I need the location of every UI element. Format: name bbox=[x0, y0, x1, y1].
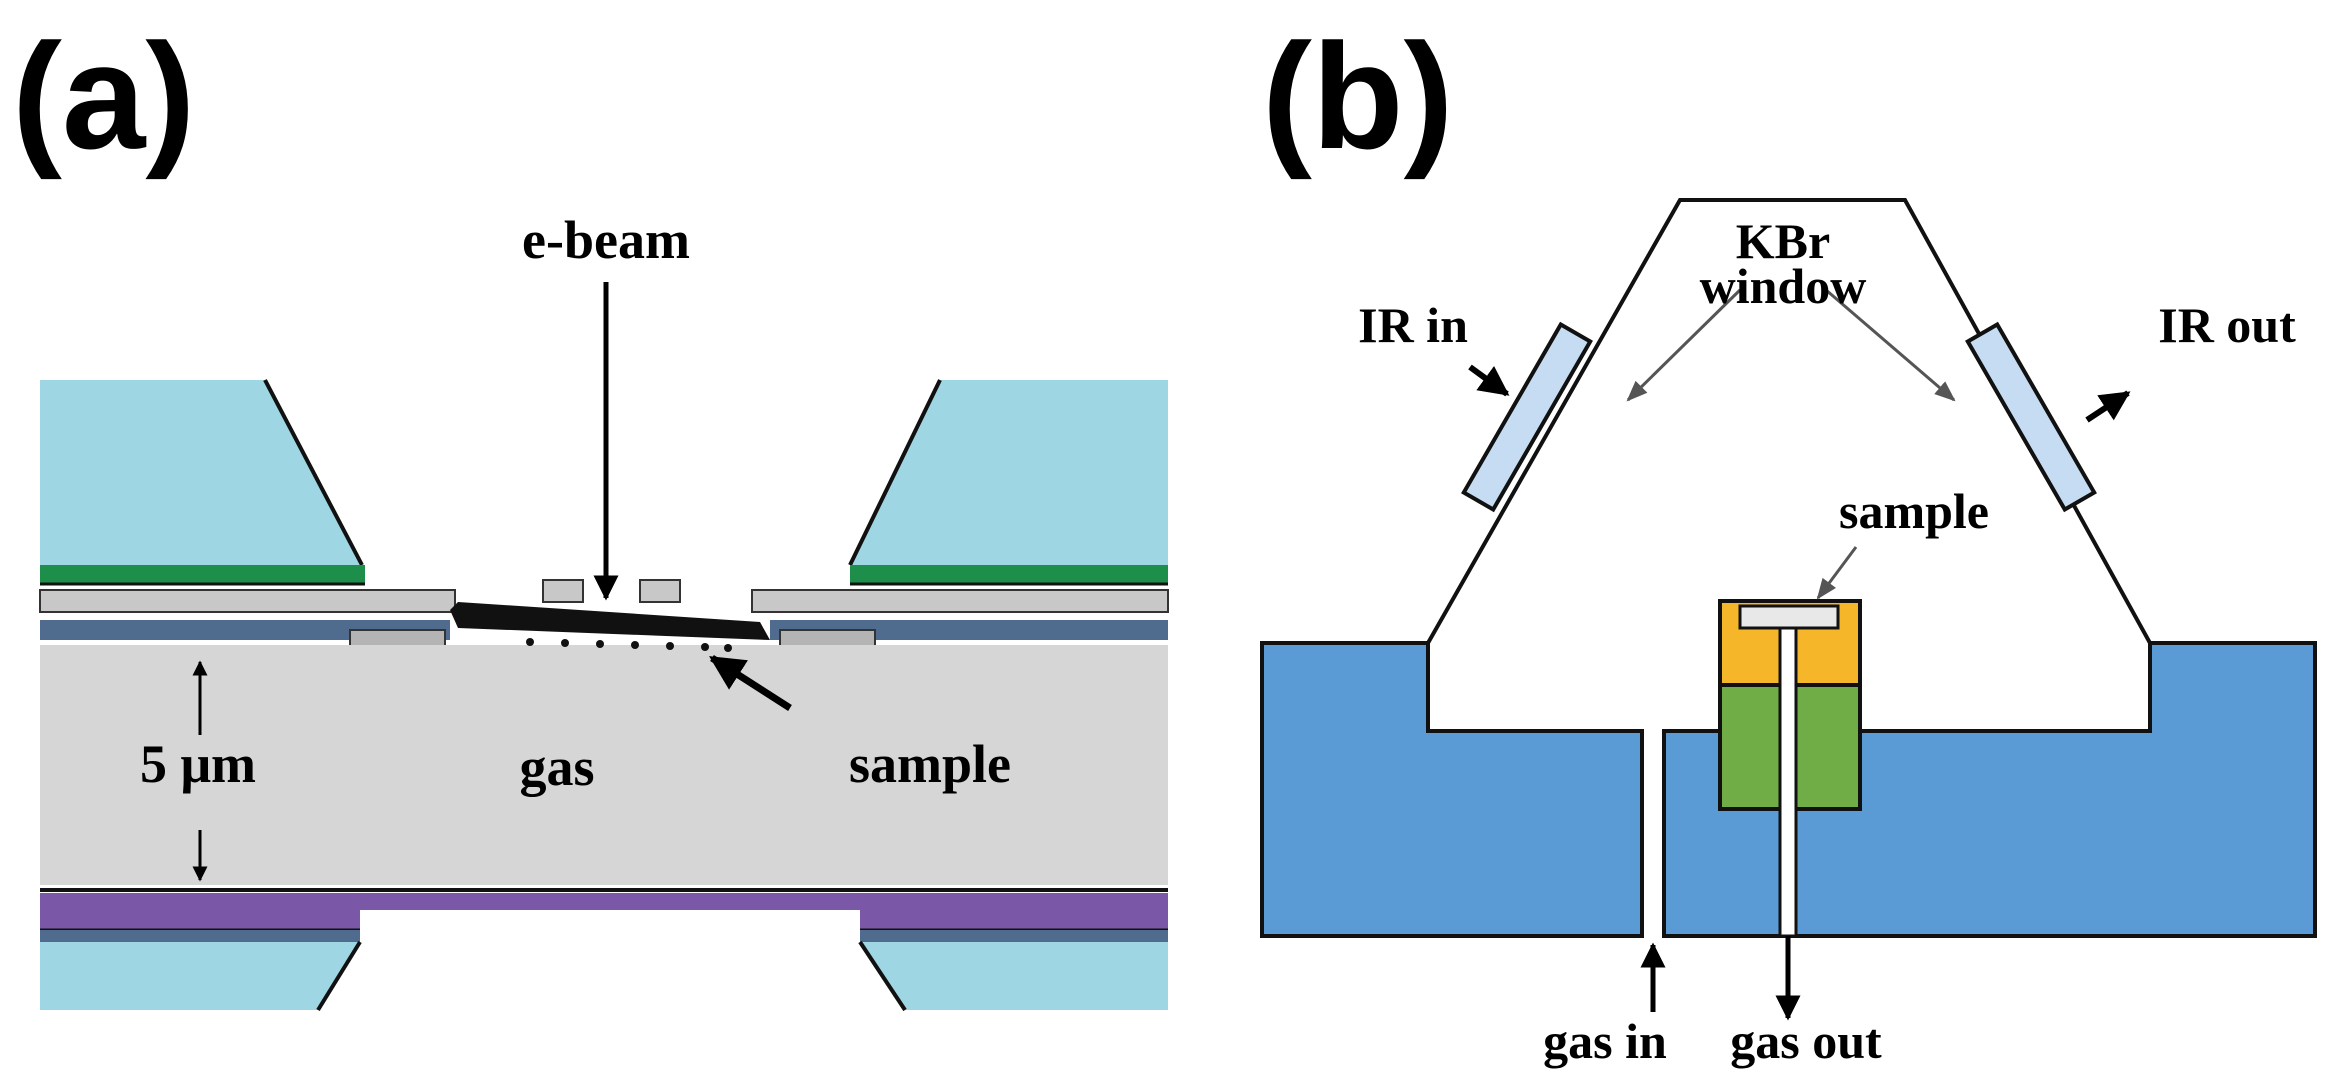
top-right-substrate-edge bbox=[848, 379, 942, 566]
membrane-bump-right bbox=[639, 579, 681, 603]
gray-layer-right bbox=[751, 589, 1169, 613]
ir-out-label: IR out bbox=[2158, 297, 2296, 353]
top-left-substrate bbox=[40, 380, 362, 565]
top-right-substrate bbox=[850, 380, 1168, 565]
gas-gap bbox=[40, 645, 1168, 885]
gas-out-label: gas out bbox=[1730, 1013, 1882, 1069]
kbr-pointer-left bbox=[1626, 288, 1742, 402]
membrane-window bbox=[450, 602, 770, 640]
kbr-label-line1: KBr bbox=[1736, 213, 1830, 269]
sample-particle bbox=[596, 640, 604, 648]
gas-in-label: gas in bbox=[1543, 1013, 1667, 1069]
bottom-right-substrate-edge bbox=[858, 940, 907, 1012]
ir-in-label: IR in bbox=[1358, 297, 1468, 353]
gray-layer-left bbox=[39, 589, 456, 613]
gas-label: gas bbox=[519, 737, 594, 797]
green-layer-right bbox=[850, 565, 1168, 583]
sample-label-b: sample bbox=[1839, 483, 1989, 539]
sample-label: sample bbox=[849, 734, 1011, 794]
sample-particle bbox=[724, 644, 732, 652]
sample-arrow bbox=[709, 655, 792, 711]
ebeam-label: e-beam bbox=[522, 210, 690, 270]
sample-powder bbox=[1738, 604, 1840, 630]
cell-body bbox=[1260, 641, 1644, 938]
sample-particle bbox=[526, 638, 534, 646]
bottom-right-substrate bbox=[860, 942, 1168, 1010]
sample-pointer bbox=[1816, 546, 1858, 600]
panel-a-letter: (a) bbox=[12, 12, 195, 180]
kbr-pointer-right bbox=[1825, 288, 1956, 402]
bottom-left-substrate bbox=[40, 942, 360, 1010]
cell-body-right bbox=[1662, 641, 2317, 938]
bottom-left-substrate-edge bbox=[316, 940, 362, 1012]
membrane-bump-left bbox=[542, 579, 584, 603]
gas-out-channel bbox=[1778, 626, 1798, 938]
sample-particles bbox=[526, 638, 732, 652]
panel-b: (b) KBr window IR in IR out sample g bbox=[1260, 12, 2317, 1069]
kbr-label-line2: window bbox=[1700, 258, 1867, 314]
kbr-window-right bbox=[1965, 321, 2097, 513]
green-layer-left bbox=[40, 565, 365, 583]
panel-b-letter: (b) bbox=[1262, 12, 1454, 180]
panel-a: (a) bbox=[12, 12, 1169, 1012]
sample-particle bbox=[701, 643, 709, 651]
sample-particle bbox=[631, 641, 639, 649]
top-left-substrate-edge bbox=[263, 379, 364, 566]
gap-label: 5 μm bbox=[140, 734, 256, 794]
dark-strip-left bbox=[40, 930, 360, 942]
dark-blue-layer-left bbox=[40, 620, 450, 640]
sample-particle bbox=[561, 639, 569, 647]
dark-strip-right bbox=[860, 930, 1168, 942]
sample-particle bbox=[666, 642, 674, 650]
purple-layer bbox=[40, 893, 1168, 930]
ir-in-arrow bbox=[1468, 364, 1510, 397]
ir-out-arrow bbox=[2085, 390, 2131, 423]
kbr-window-left bbox=[1461, 321, 1593, 513]
